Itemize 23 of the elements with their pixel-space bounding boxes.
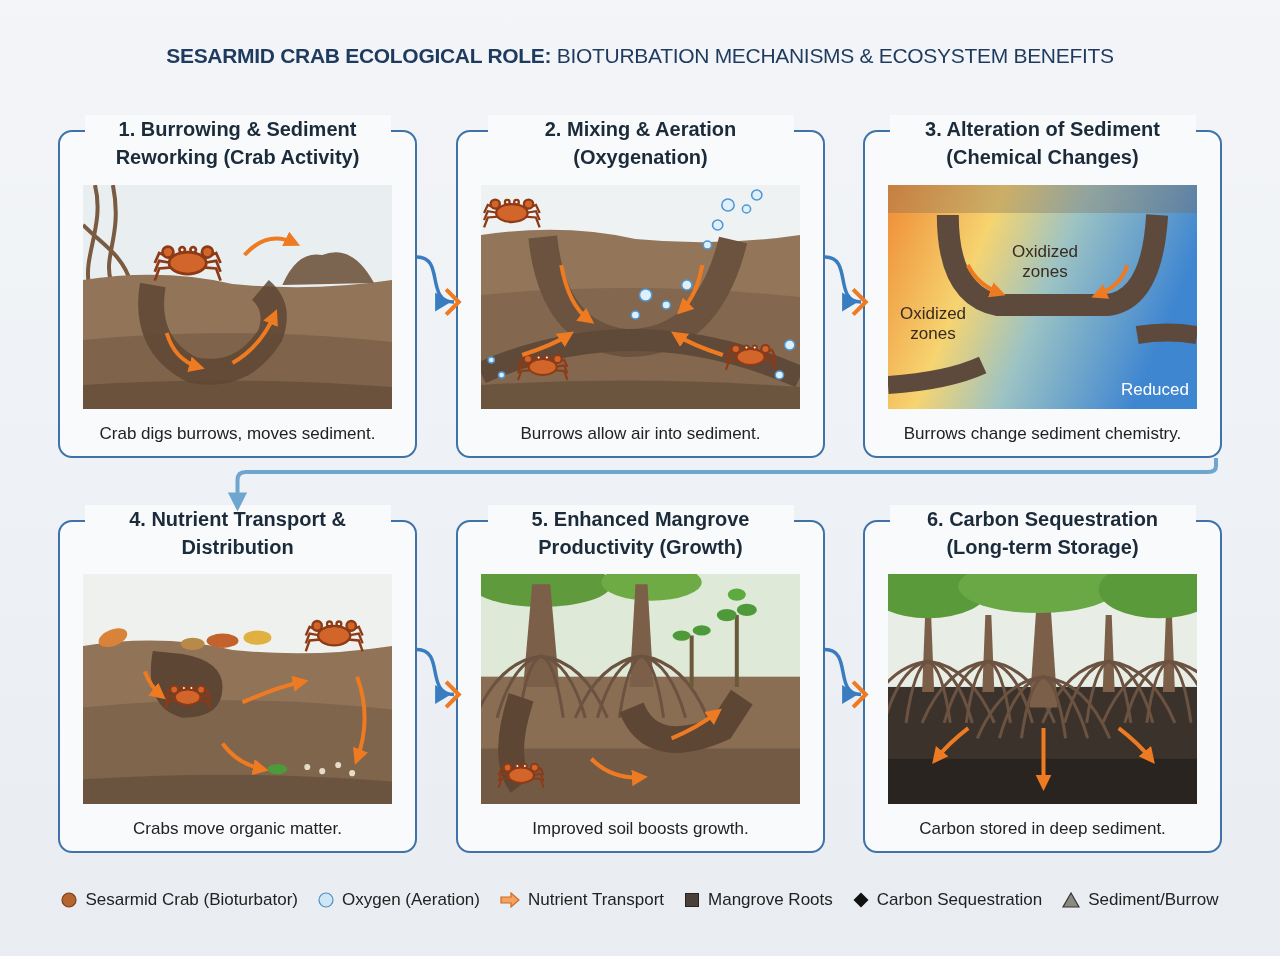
zone-label: Reduced [1119,380,1189,400]
legend-text: Sesarmid Crab (Bioturbator) [85,890,298,910]
step-heading: 2. Mixing & Aeration (Oxygenation) [487,115,794,171]
flow-arrow [416,255,461,316]
legend-text: Sediment/Burrow [1088,890,1219,910]
step-caption: Carbon stored in deep sediment. [918,819,1167,839]
step-heading: 6. Carbon Sequestration (Long-term Storage) [889,505,1196,561]
diagram-title: SESARMID CRAB ECOLOGICAL ROLE: BIOTURBATION MECHANISMS & ECOSYSTEM BENEFITS [165,44,1115,68]
step-caption: Burrows allow air into sediment. [519,424,762,444]
flow-arrow [227,457,1218,512]
legend-text: Oxygen (Aeration) [342,890,480,910]
step-caption: Crab digs burrows, moves sediment. [98,424,377,444]
step-heading: 1. Burrowing & Sediment Reworking (Crab Activity) [84,115,391,171]
zone-label: Oxidized zones [1010,242,1080,282]
step-heading: 3. Alteration of Sediment (Chemical Changes) [889,115,1196,171]
legend-text: Nutrient Transport [527,890,665,910]
zone-label: Oxidized zones [898,304,968,344]
step-heading: 5. Enhanced Mangrove Productivity (Growth) [487,505,794,561]
legend-text: Mangrove Roots [708,890,833,910]
step-caption: Crabs move organic matter. [132,819,343,839]
legend-text: Carbon Sequestration [876,890,1043,910]
step-caption: Improved soil boosts growth. [531,819,750,839]
step-caption: Burrows change sediment chemistry. [902,424,1183,444]
